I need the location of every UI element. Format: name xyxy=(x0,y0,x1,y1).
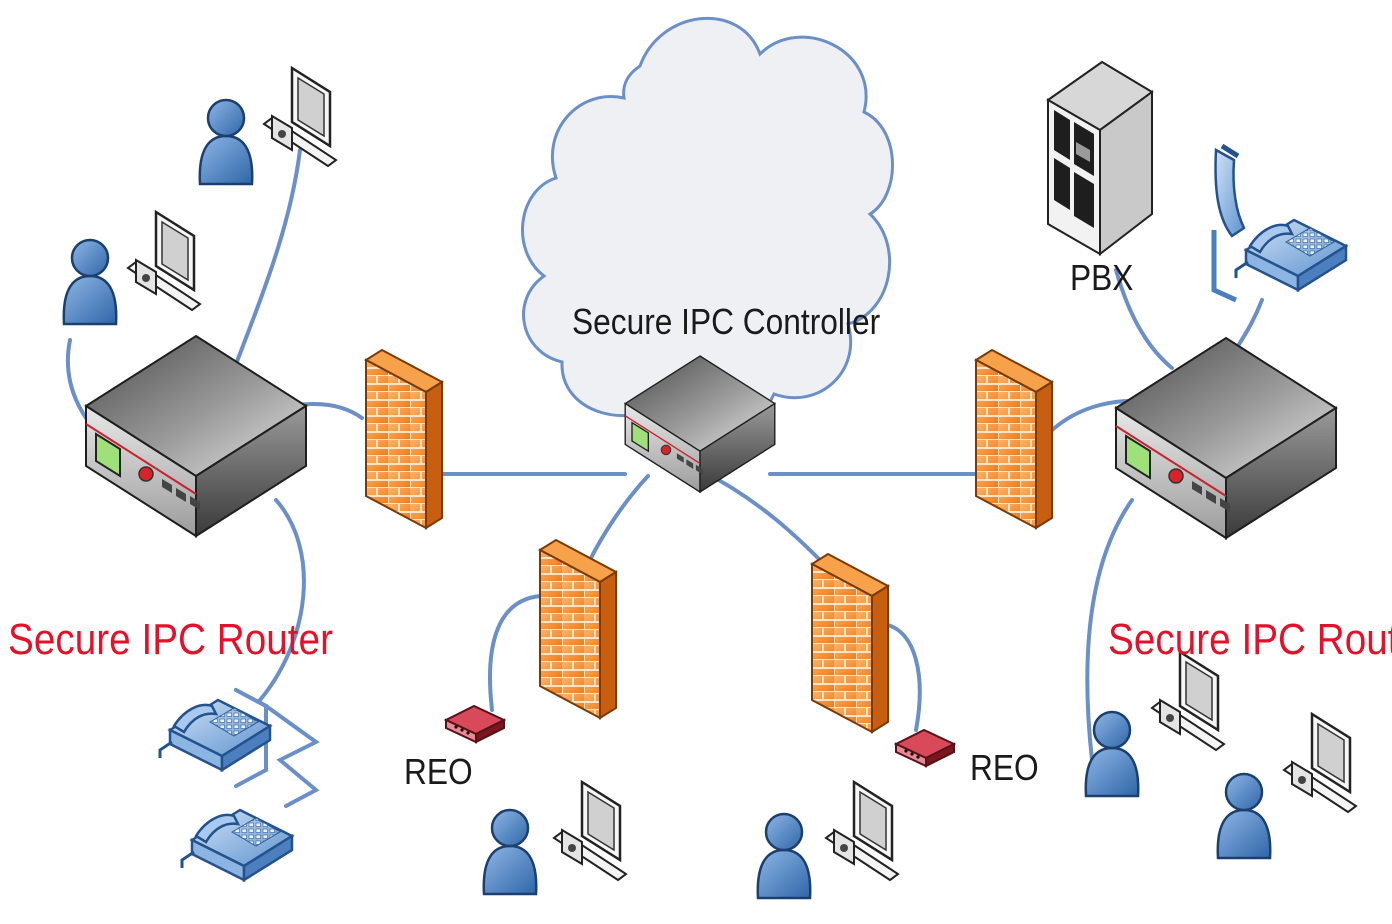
network-links xyxy=(65,148,1264,808)
router-icon-right xyxy=(1115,337,1337,539)
user-icon xyxy=(62,238,118,326)
desk-phone-icon xyxy=(158,698,272,772)
pbx-label: PBX xyxy=(1070,257,1134,298)
workstation-icon xyxy=(1282,712,1358,814)
workstation-icon xyxy=(126,210,202,312)
router-icon-left xyxy=(85,335,307,537)
firewall-icon-center-left xyxy=(539,539,617,719)
firewall-icon-left xyxy=(365,349,443,529)
firewall-icon-right xyxy=(975,349,1053,529)
router-label-left: Secure IPC Router xyxy=(8,615,333,664)
desk-phone-icon xyxy=(180,808,294,882)
wall-phone-icon xyxy=(1211,143,1246,303)
desk-phone-icon xyxy=(1234,218,1348,292)
reo-label-left: REO xyxy=(404,751,473,792)
user-icon xyxy=(1216,772,1272,860)
workstation-icon xyxy=(1150,650,1226,752)
reo-modem-icon-right xyxy=(895,729,955,767)
controller-label: Secure IPC Controller xyxy=(572,301,881,342)
user-icon xyxy=(1084,710,1140,798)
user-icon xyxy=(198,98,254,186)
workstation-icon xyxy=(824,780,900,882)
user-icon xyxy=(756,812,812,900)
router-label-right: Secure IPC Router xyxy=(1108,615,1392,664)
reo-label-right: REO xyxy=(970,747,1039,788)
firewall-icon-center-right xyxy=(811,553,889,733)
reo-modem-icon-left xyxy=(445,705,505,743)
user-icon xyxy=(482,808,538,896)
workstation-icon xyxy=(552,780,628,882)
pbx-server-icon xyxy=(1046,60,1154,257)
